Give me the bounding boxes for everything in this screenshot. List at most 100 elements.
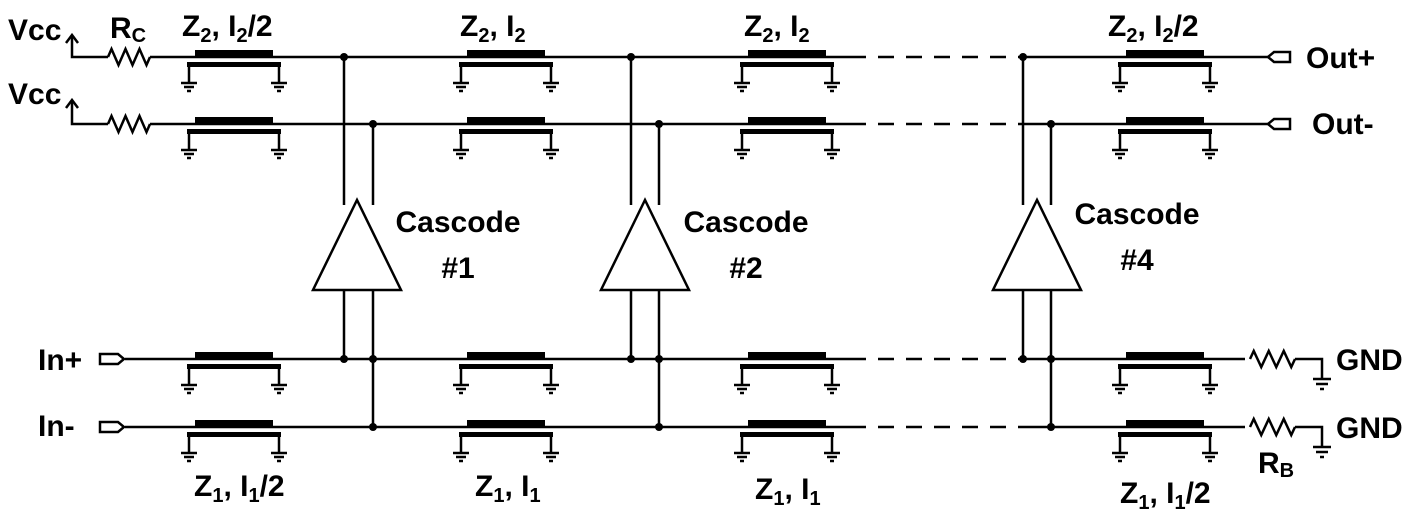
- z1-label-2: Z1, I1: [475, 470, 541, 507]
- junction-dot: [1019, 355, 1027, 363]
- tline-conductor: [195, 420, 273, 426]
- cascode-4-label: Cascode: [1074, 198, 1199, 231]
- resistor-icon: [106, 45, 152, 69]
- tline-conductor: [748, 420, 826, 426]
- z2-label-1: Z2, I2/2: [182, 10, 273, 47]
- junction-dot: [340, 355, 348, 363]
- junction-dot: [369, 120, 377, 128]
- cascode-amplifier-icon: [310, 197, 404, 292]
- resistor-icon: [106, 112, 152, 136]
- junction-dots: [340, 53, 1055, 431]
- junction-dot: [655, 355, 663, 363]
- in-minus-label: In-: [38, 410, 75, 443]
- wires: [65, 32, 1331, 459]
- transmission-line: [181, 117, 287, 160]
- transmission-line: [734, 352, 840, 395]
- junction-dot: [340, 53, 348, 61]
- junction-dot: [1019, 53, 1027, 61]
- tline-ground-plane: [1118, 364, 1212, 369]
- junction-dot: [1047, 120, 1055, 128]
- junction-dot: [369, 355, 377, 363]
- vcc-lead: [70, 100, 108, 126]
- junction-dot: [1047, 423, 1055, 431]
- tline-ground-plane: [459, 62, 553, 67]
- tline-conductor: [467, 117, 545, 123]
- junction-dot: [655, 120, 663, 128]
- tline-ground-plane: [459, 364, 553, 369]
- tline-conductor: [748, 50, 826, 56]
- tline-conductor: [195, 352, 273, 358]
- z1-label-4: Z1, I1/2: [1120, 477, 1211, 513]
- cascode-1-label: Cascode: [395, 206, 520, 239]
- tline-conductor: [1126, 420, 1204, 426]
- transmission-lines: [181, 50, 1218, 463]
- gnd-lead: [1295, 425, 1324, 447]
- tline-ground-plane: [459, 432, 553, 437]
- tline-conductor: [195, 117, 273, 123]
- cascode-amplifiers: [310, 197, 1084, 292]
- tline-conductor: [748, 117, 826, 123]
- tline-conductor: [467, 420, 545, 426]
- z2-label-3: Z2, I2: [744, 10, 810, 47]
- output-port-icon: [1266, 117, 1292, 131]
- rb-label: RB: [1258, 447, 1294, 482]
- junction-dot: [1047, 355, 1055, 363]
- transmission-line: [1112, 117, 1218, 160]
- tline-ground-plane: [187, 129, 281, 134]
- in-plus-label: In+: [38, 344, 82, 377]
- cascode-amplifier-icon: [598, 197, 692, 292]
- vcc-arrow-icon: [65, 97, 79, 109]
- z1-label-1: Z1, I1/2: [194, 470, 285, 507]
- transmission-line: [453, 420, 559, 463]
- cascode-2-label: Cascode: [683, 206, 808, 239]
- junction-dot: [655, 423, 663, 431]
- z1-label-3: Z1, I1: [755, 473, 821, 510]
- transmission-line: [453, 352, 559, 395]
- transmission-line: [1112, 420, 1218, 463]
- tline-ground-plane: [1118, 432, 1212, 437]
- resistor-icon: [1248, 416, 1297, 438]
- cascode-4-number: #4: [1120, 244, 1154, 277]
- cascode-1-number: #1: [441, 252, 474, 285]
- junction-dot: [369, 423, 377, 431]
- transmission-line: [181, 50, 287, 93]
- tline-conductor: [1126, 117, 1204, 123]
- junction-dot: [627, 53, 635, 61]
- tline-conductor: [467, 50, 545, 56]
- tline-ground-plane: [1118, 62, 1212, 67]
- vcc-bottom-label: Vcc: [8, 78, 61, 111]
- transmission-line: [1112, 352, 1218, 395]
- cascode-2-number: #2: [729, 252, 762, 285]
- tline-ground-plane: [459, 129, 553, 134]
- transmission-line: [734, 117, 840, 160]
- input-port-icon: [98, 420, 126, 434]
- tline-conductor: [467, 352, 545, 358]
- output-port-icon: [1266, 50, 1292, 64]
- out-plus-label: Out+: [1306, 42, 1375, 75]
- transmission-line: [1112, 50, 1218, 93]
- tline-ground-plane: [740, 432, 834, 437]
- resistor-icon: [1248, 348, 1297, 370]
- transmission-line: [453, 50, 559, 93]
- tline-ground-plane: [740, 129, 834, 134]
- vcc-lead: [70, 35, 108, 59]
- transmission-line: [181, 352, 287, 395]
- z2-label-4: Z2, I2/2: [1108, 10, 1199, 47]
- tline-conductor: [1126, 352, 1204, 358]
- tline-ground-plane: [187, 364, 281, 369]
- junction-dot: [627, 355, 635, 363]
- tline-ground-plane: [187, 62, 281, 67]
- vcc-arrow-icon: [65, 32, 79, 44]
- transmission-line: [181, 420, 287, 463]
- gnd-top-label: GND: [1336, 344, 1403, 377]
- tline-ground-plane: [740, 62, 834, 67]
- tline-ground-plane: [1118, 129, 1212, 134]
- vcc-top-label: Vcc: [8, 14, 61, 47]
- cascode-amplifier-icon: [990, 197, 1084, 292]
- tline-conductor: [195, 50, 273, 56]
- input-port-icon: [98, 352, 126, 366]
- rc-label: RC: [110, 12, 146, 47]
- transmission-line: [734, 50, 840, 93]
